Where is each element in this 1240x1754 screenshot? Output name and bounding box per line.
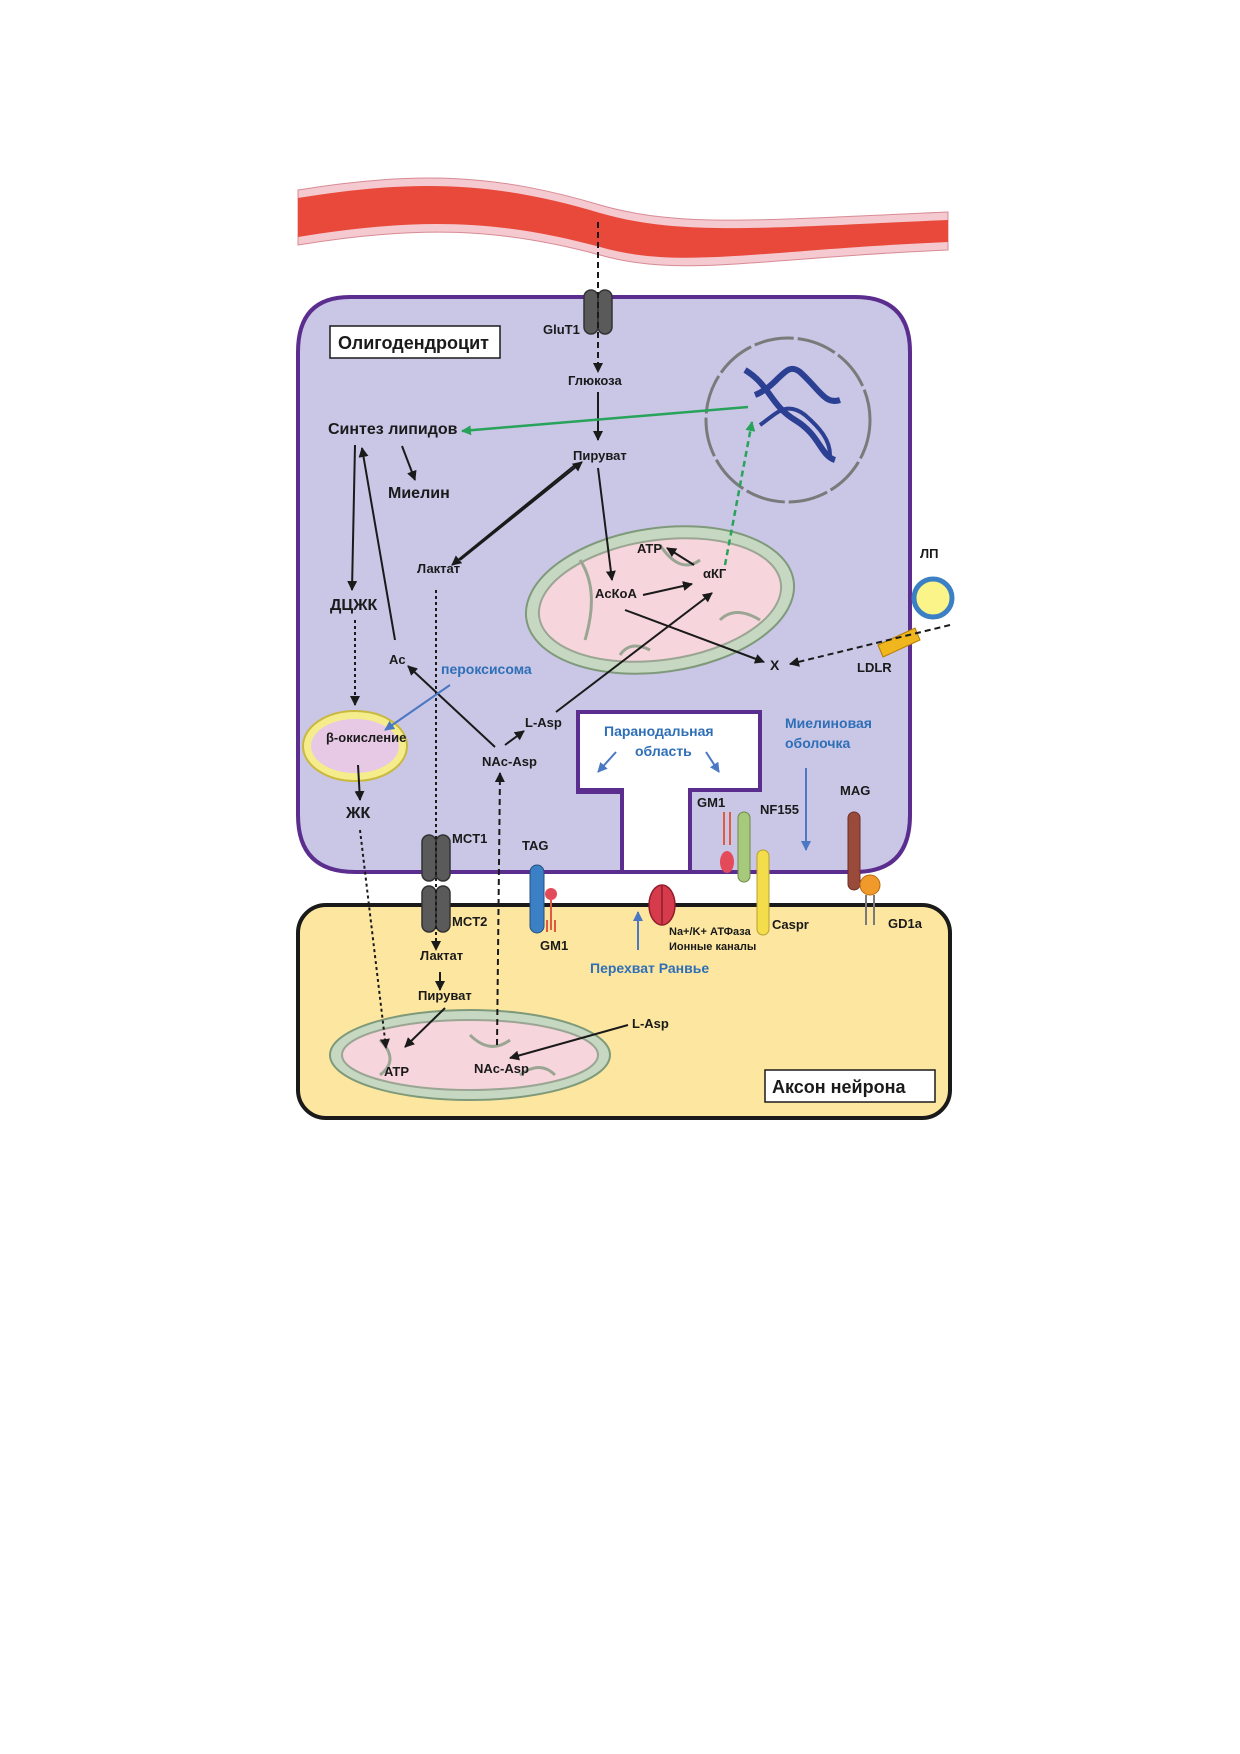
caspr-protein xyxy=(756,849,770,936)
label-beta-oxidation: β-окисление xyxy=(326,730,406,745)
label-glucose: Глюкоза xyxy=(568,373,622,388)
na-k-atpase-icon xyxy=(648,884,676,926)
label-lactate: Лактат xyxy=(417,561,460,576)
label-myelin: Миелин xyxy=(388,485,450,502)
label-tag: TAG xyxy=(522,838,548,853)
paranodal-notch xyxy=(576,710,762,874)
blood-vessel xyxy=(297,177,949,267)
lipoprotein-icon xyxy=(911,576,955,620)
gm1-lower-icon xyxy=(545,888,557,932)
label-l-asp-axon: L-Asp xyxy=(632,1016,669,1031)
label-myelin-sheath-1: Миелиновая xyxy=(785,715,872,731)
label-pyruvate: Пируват xyxy=(573,448,627,463)
label-nac-asp-axon: NAc-Asp xyxy=(474,1061,529,1076)
oligodendrocyte-title: Олигодендроцит xyxy=(338,333,489,353)
label-x: X xyxy=(770,657,780,673)
label-caspr: Caspr xyxy=(772,917,809,932)
label-lp: ЛП xyxy=(920,546,938,561)
gd1a-icon xyxy=(859,874,881,925)
label-akg: αКГ xyxy=(703,566,727,581)
label-atp-oligo: ATP xyxy=(637,541,662,556)
label-lactate-axon: Лактат xyxy=(420,948,463,963)
label-atp-axon: ATP xyxy=(384,1064,409,1079)
label-mct1: MCT1 xyxy=(452,831,487,846)
label-paranodal-1: Паранодальная xyxy=(604,723,714,739)
mitochondrion-axon xyxy=(329,1009,611,1101)
label-nf155: NF155 xyxy=(760,802,799,817)
axon-title-box xyxy=(764,1069,936,1103)
label-na-k-atpase: Na+/K+ АТФаза xyxy=(669,926,752,938)
label-zhk: ЖК xyxy=(345,805,370,822)
label-ion-channels: Ионные каналы xyxy=(669,941,756,953)
glut1-transporter xyxy=(583,289,613,335)
mitochondrion-oligo xyxy=(524,525,796,675)
axon-title: Аксон нейрона xyxy=(772,1077,906,1097)
label-dczhk: ДЦЖК xyxy=(330,597,378,614)
mag-protein xyxy=(847,811,861,891)
label-l-asp: L-Asp xyxy=(525,715,562,730)
arrows xyxy=(347,222,951,1061)
label-mct2: MCT2 xyxy=(452,914,487,929)
dna-icon xyxy=(743,365,841,463)
label-myelin-sheath-2: оболочка xyxy=(785,735,850,751)
label-nac-asp: NAc-Asp xyxy=(482,754,537,769)
peroxisome xyxy=(302,710,408,782)
label-paranodal-2: область xyxy=(635,743,692,759)
label-glut1: GluT1 xyxy=(543,322,580,337)
gm1-upper-icon xyxy=(720,812,734,873)
label-mag: MAG xyxy=(840,783,870,798)
label-gd1a: GD1a xyxy=(888,916,923,931)
label-node-ranvier: Перехват Ранвье xyxy=(590,960,709,976)
label-ldlr: LDLR xyxy=(857,660,892,675)
nucleus xyxy=(704,336,872,504)
tag-protein xyxy=(529,864,545,934)
mct1-transporter xyxy=(421,834,451,882)
label-gm1-upper: GM1 xyxy=(697,795,725,810)
label-acoa: AcКоА xyxy=(595,586,637,601)
label-lipid-synthesis: Синтез липидов xyxy=(328,421,458,438)
label-ac: Ac xyxy=(389,652,406,667)
oligodendrocyte-title-box xyxy=(329,325,501,359)
label-gm1-lower: GM1 xyxy=(540,938,568,953)
nf155-protein xyxy=(737,811,751,883)
label-pyruvate-axon: Пируват xyxy=(418,988,472,1003)
label-peroxisome: пероксисома xyxy=(441,661,532,677)
